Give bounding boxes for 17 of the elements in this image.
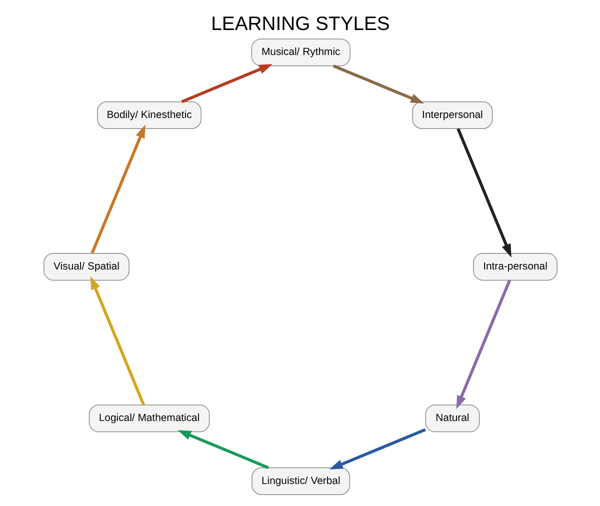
arrow xyxy=(332,64,424,104)
arrow xyxy=(180,64,272,104)
node-box: Linguistic/ Verbal xyxy=(251,467,350,495)
node-box: Interpersonal xyxy=(412,101,492,129)
arrow xyxy=(456,280,511,410)
arrow xyxy=(328,428,426,470)
arrow xyxy=(177,430,268,470)
node-box: Natural xyxy=(424,404,480,432)
node-box: Visual/ Spatial xyxy=(43,253,129,281)
arrow xyxy=(90,276,145,406)
arrow xyxy=(90,124,145,254)
arrow xyxy=(456,128,511,258)
node-box: Logical/ Mathematical xyxy=(88,404,210,432)
node-box: Bodily/ Kinesthetic xyxy=(96,101,201,129)
node-box: Intra-personal xyxy=(472,253,557,281)
diagram-title: LEARNING STYLES xyxy=(210,12,390,35)
node-box: Musical/ Rythmic xyxy=(250,38,350,66)
